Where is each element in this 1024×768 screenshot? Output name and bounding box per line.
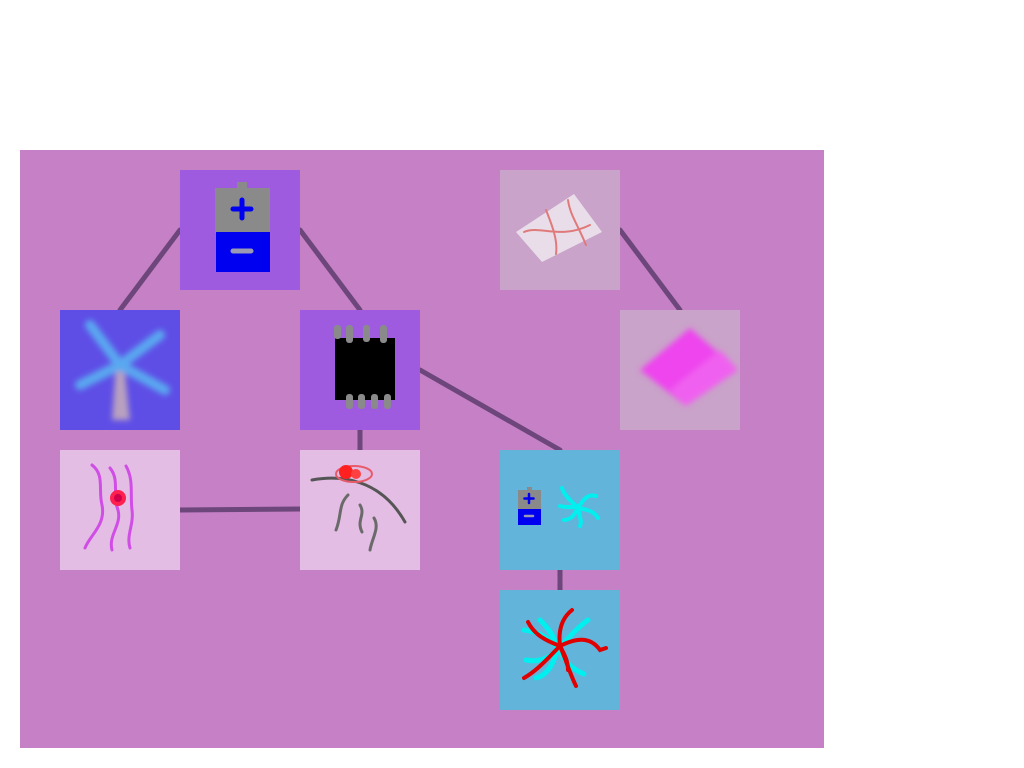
tile-battery-neuron[interactable] (500, 450, 620, 570)
battery-icon (180, 170, 300, 290)
battery-neuron-icon (500, 450, 620, 570)
link-battery-to-wind-turbine (117, 227, 183, 313)
tile-battery[interactable] (180, 170, 300, 290)
tile-brain-sketch-bg (300, 450, 420, 570)
game-board (20, 150, 824, 748)
tile-neurons[interactable] (500, 590, 620, 710)
brain-sketch-icon (300, 450, 420, 570)
tile-wind-turbine[interactable] (60, 310, 180, 430)
pink-eraser-icon (620, 310, 740, 430)
wind-turbine-icon (60, 310, 180, 430)
map-icon (500, 170, 620, 290)
tile-nerve[interactable] (60, 450, 180, 570)
link-layer (117, 227, 683, 593)
tile-map[interactable] (500, 170, 620, 290)
tile-brain-sketch[interactable] (300, 450, 420, 570)
tile-nerve-bg (60, 450, 180, 570)
tile-eraser[interactable] (620, 310, 740, 430)
microchip-icon (300, 310, 420, 430)
link-map-to-eraser (617, 227, 683, 313)
link-nerve-to-brain-sketch (177, 506, 303, 513)
neuron-network-icon (500, 590, 620, 710)
link-chip-to-battery-neuron (417, 367, 563, 453)
tile-chip[interactable] (300, 310, 420, 430)
link-battery-to-chip (297, 227, 363, 313)
nerve-fibers-icon (60, 450, 180, 570)
